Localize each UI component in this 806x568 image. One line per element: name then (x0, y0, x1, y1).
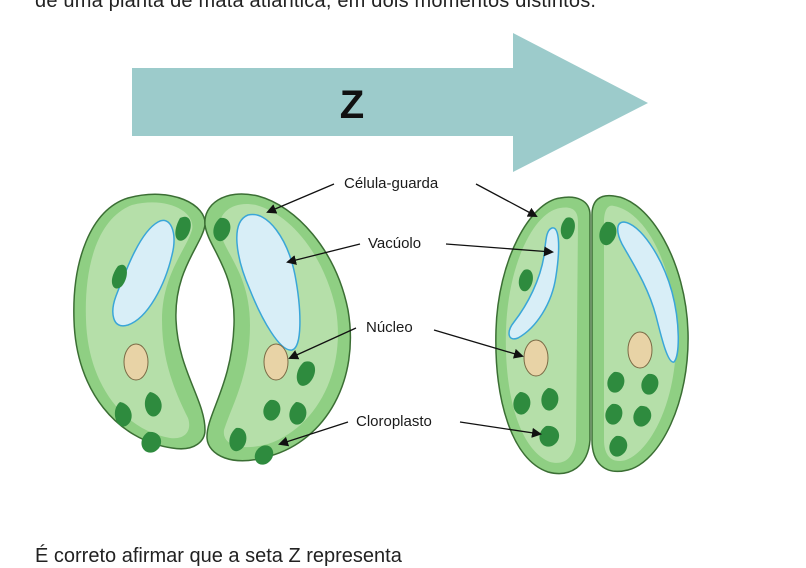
process-arrow: Z (132, 33, 648, 172)
closed-stoma (495, 194, 689, 475)
vacuole-right-open (236, 213, 301, 351)
label-nucleus: Núcleo (366, 319, 413, 336)
nucleus-right-open (263, 343, 289, 381)
chloroplast (513, 392, 531, 415)
chloroplast (605, 403, 623, 425)
chloroplast (607, 371, 625, 393)
chloroplast (114, 402, 132, 427)
chloroplast (539, 425, 560, 447)
chloroplast (141, 431, 162, 453)
arrow-nucleus-right (433, 329, 524, 359)
chloroplast (599, 221, 617, 246)
leader-lines (266, 183, 554, 447)
label-vacuole: Vacúolo (368, 235, 421, 252)
nucleus-left-open (123, 343, 149, 381)
question-header-text: de uma planta de mata atlântica, em dois… (35, 0, 597, 12)
chloroplast (289, 402, 307, 425)
chloroplast (111, 264, 127, 289)
arrow-nucleus-left (288, 327, 357, 360)
arrow-vacuole-right (445, 243, 554, 257)
chloroplast (518, 269, 533, 292)
nucleus-left-closed (523, 339, 549, 377)
chloroplast (229, 427, 247, 452)
vacuole-right-closed (617, 221, 680, 363)
label-guard-cell: Célula-guarda (344, 175, 439, 192)
chloroplast (296, 361, 316, 386)
arrow-shape (132, 33, 648, 172)
arrow-chloroplast-right (459, 421, 542, 438)
chloroplast (254, 445, 274, 465)
chloroplast (541, 388, 559, 411)
chloroplast (175, 216, 191, 241)
nucleus-right-closed (627, 331, 653, 369)
chloroplast (633, 405, 652, 427)
arrow-guard-cell-left (266, 183, 335, 214)
vacuole-left-open (112, 219, 175, 327)
arrow-vacuole-left (286, 243, 361, 265)
label-chloroplast: Cloroplasto (356, 413, 432, 430)
arrow-label: Z (340, 83, 364, 127)
open-stoma (73, 193, 352, 465)
chloroplast (263, 399, 281, 421)
arrow-chloroplast-left (278, 421, 349, 447)
arrow-guard-cell-right (475, 183, 538, 217)
chloroplast (144, 392, 162, 417)
chloroplast (213, 217, 231, 242)
chloroplast (560, 217, 575, 240)
question-footer-text: É correto afirmar que a seta Z represent… (35, 545, 402, 567)
chloroplast (641, 373, 659, 395)
chloroplast (609, 435, 628, 457)
